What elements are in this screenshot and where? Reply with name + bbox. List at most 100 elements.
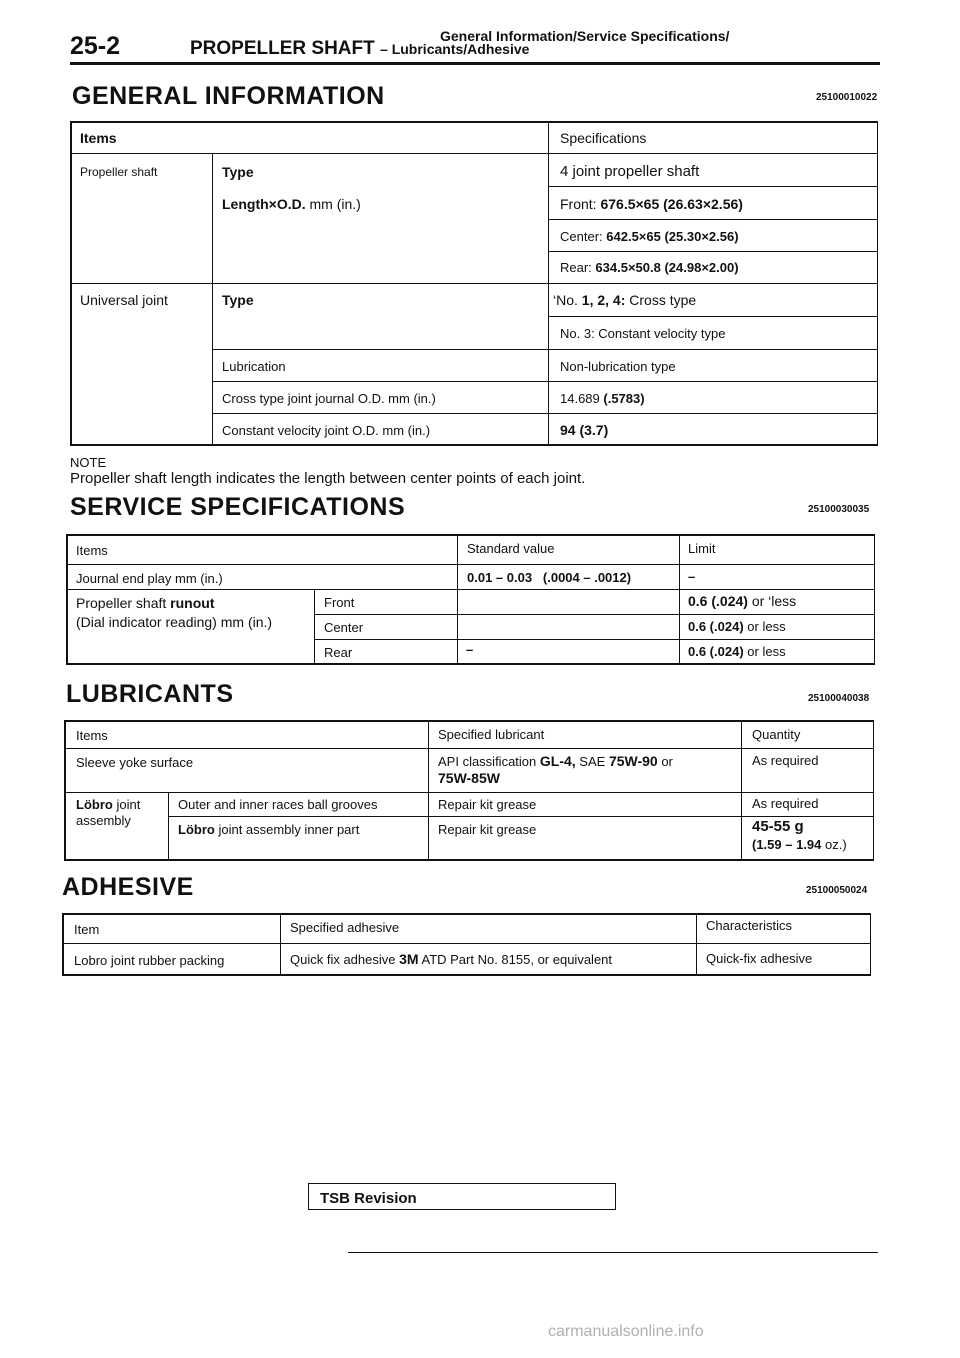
ss-runout-label-line1: Propeller shaft runout [76,595,215,611]
header-title: PROPELLER SHAFT – Lubricants/Adhesive [190,38,529,60]
lub-header-lubricant: Specified lubricant [438,727,545,742]
lub-header-items: Items [76,728,108,743]
gi-rear-value: 634.5×50.8 (24.98×2.00) [595,260,739,275]
ss-header-limit: Limit [688,541,716,556]
lub-sleeve-lubricant: API classification GL-4, SAE 75W-90 or [438,753,673,769]
gi-center-value: 642.5×65 (25.30×2.56) [606,229,739,244]
header-title-main: PROPELLER SHAFT [190,38,375,59]
lub-inner-quantity-unit: oz.) [825,837,847,852]
gi-uj-type-value2: No. 3: Constant velocity type [560,326,726,341]
lub-lobro-label-assembly: assembly [76,813,131,828]
lub-inner-quantity: 45-55 g [752,818,804,835]
gi-uj-type-value1: ‘No. 1, 2, 4: Cross type [553,292,696,308]
gi-rear-label: Rear: [560,260,592,275]
adh-row-adhesive: Quick fix adhesive 3M ATD Part No. 8155,… [290,951,612,967]
gi-center-label: Center: [560,229,603,244]
ss-runout-rear-limit: 0.6 (.024) or less [688,644,786,659]
lub-inner-label-name: Löbro [178,822,215,837]
lub-header-quantity: Quantity [752,727,801,742]
gi-header-specifications: Specifications [560,130,647,146]
lub-sleeve-75w85w: 75W-85W [438,770,500,786]
adh-row-adhesive-3m: 3M [399,951,419,967]
lub-inner-quantity-oz: (1.59 – 1.94 oz.) [752,837,847,852]
ss-journal-limit: – [688,569,696,584]
ss-runout-rear: Rear [324,645,353,660]
lub-sleeve-quantity: As required [752,753,819,768]
gi-center-length: Center: 642.5×65 (25.30×2.56) [560,229,739,244]
gi-propeller-type-value: 4 joint propeller shaft [560,163,700,180]
adh-header-item: Item [74,922,100,937]
adhesive-title: ADHESIVE [62,873,194,901]
adh-row-item: Lobro joint rubber packing [74,953,225,968]
ss-runout-front-limit-text: or ‘less [751,593,797,609]
lubricants-title: LUBRICANTS [66,680,234,708]
gi-propeller-shaft-label: Propeller shaft [80,165,158,179]
lub-inner-label: Löbro joint assembly inner part [178,822,359,837]
lub-sleeve-75w90: 75W-90 [608,753,658,769]
lub-lobro-label-joint: joint [116,797,141,812]
ss-runout-label-runout: runout [170,595,215,611]
lub-inner-lubricant: Repair kit grease [438,822,537,837]
header-title-suffix: Lubricants/Adhesive [391,41,530,57]
lubricants-code: 25100040038 [808,693,870,704]
ss-runout-front-limit: 0.6 (.024) or ‘less [688,593,796,609]
adh-row-characteristics: Quick-fix adhesive [706,951,813,966]
service-specifications-title: SERVICE SPECIFICATIONS [70,493,406,521]
gi-cross-journal-value-a: 14.689 [560,391,600,406]
tsb-revision-label: TSB Revision [320,1190,417,1207]
lub-sleeve-label: Sleeve yoke surface [76,755,194,770]
note-label: NOTE [70,455,107,470]
lub-sleeve-sae: SAE [579,754,606,769]
ss-runout-center: Center [324,620,364,635]
lub-sleeve-gl4: GL-4, [539,753,576,769]
gi-lubrication-value: Non-lubrication type [560,359,676,374]
lub-outer-label: Outer and inner races ball grooves [178,797,378,812]
gi-cross-journal-value-b: (.5783) [603,391,645,406]
gi-lubrication-label: Lubrication [222,359,286,374]
ss-runout-rear-limit-text: or less [747,644,786,659]
gi-cv-joint-label: Constant velocity joint O.D. mm (in.) [222,423,431,438]
lub-sleeve-api: API classification [438,754,537,769]
gi-length-label-name: Length×O.D. [222,196,306,212]
gi-universal-joint-label: Universal joint [80,292,168,308]
gi-front-length: Front: 676.5×65 (26.63×2.56) [560,196,743,212]
gi-cross-journal-label: Cross type joint journal O.D. mm (in.) [222,391,436,406]
gi-front-label: Front: [560,196,597,212]
ss-journal-standard: 0.01 – 0.03 (.0004 – .0012) [467,570,632,585]
gi-uj-type-nums: 1, 2, 4: [581,292,626,308]
general-information-title: GENERAL INFORMATION [72,82,385,110]
ss-runout-front-limit-value: 0.6 (.024) [688,593,748,609]
gi-uj-type-cross: Cross type [629,292,697,308]
lub-inner-label-text: joint assembly inner part [218,822,360,837]
header-subtitle: General Information/Service Specificatio… [440,28,730,44]
lub-lobro-label-name: Löbro [76,797,113,812]
ss-runout-rear-standard: – [466,642,474,657]
ss-runout-front: Front [324,595,355,610]
lub-outer-lubricant: Repair kit grease [438,797,537,812]
gi-cross-journal-value: 14.689 (.5783) [560,391,645,406]
lub-inner-quantity-range: (1.59 – 1.94 [752,837,822,852]
ss-header-standard: Standard value [467,541,555,556]
ss-runout-rear-limit-value: 0.6 (.024) [688,644,744,659]
ss-runout-center-limit-value: 0.6 (.024) [688,619,744,634]
ss-runout-center-limit-text: or less [747,619,786,634]
gi-header-items: Items [80,130,117,146]
ss-runout-label-text: Propeller shaft [76,595,167,611]
header-title-dash: – [380,41,392,57]
ss-runout-center-limit: 0.6 (.024) or less [688,619,786,634]
gi-length-label: Length×O.D. mm (in.) [222,196,361,212]
bottom-rule [348,1252,878,1253]
adh-header-characteristics: Characteristics [706,918,792,933]
gi-cv-joint-value: 94 (3.7) [560,422,609,438]
lub-sleeve-or: or [661,754,673,769]
adhesive-code: 25100050024 [806,885,868,896]
adh-row-adhesive-c: ATD Part No. 8155, or equivalent [421,952,613,967]
ss-header-items: Items [76,543,108,558]
gi-length-unit: mm (in.) [309,196,361,212]
tsb-revision-box [308,1183,616,1210]
watermark: carmanualsonline.info [548,1323,704,1340]
lub-lobro-label: Löbro joint [76,797,140,812]
adh-header-adhesive: Specified adhesive [290,920,400,935]
ss-runout-label-line2: (Dial indicator reading) mm (in.) [76,614,273,630]
note-text: Propeller shaft length indicates the len… [70,470,586,487]
